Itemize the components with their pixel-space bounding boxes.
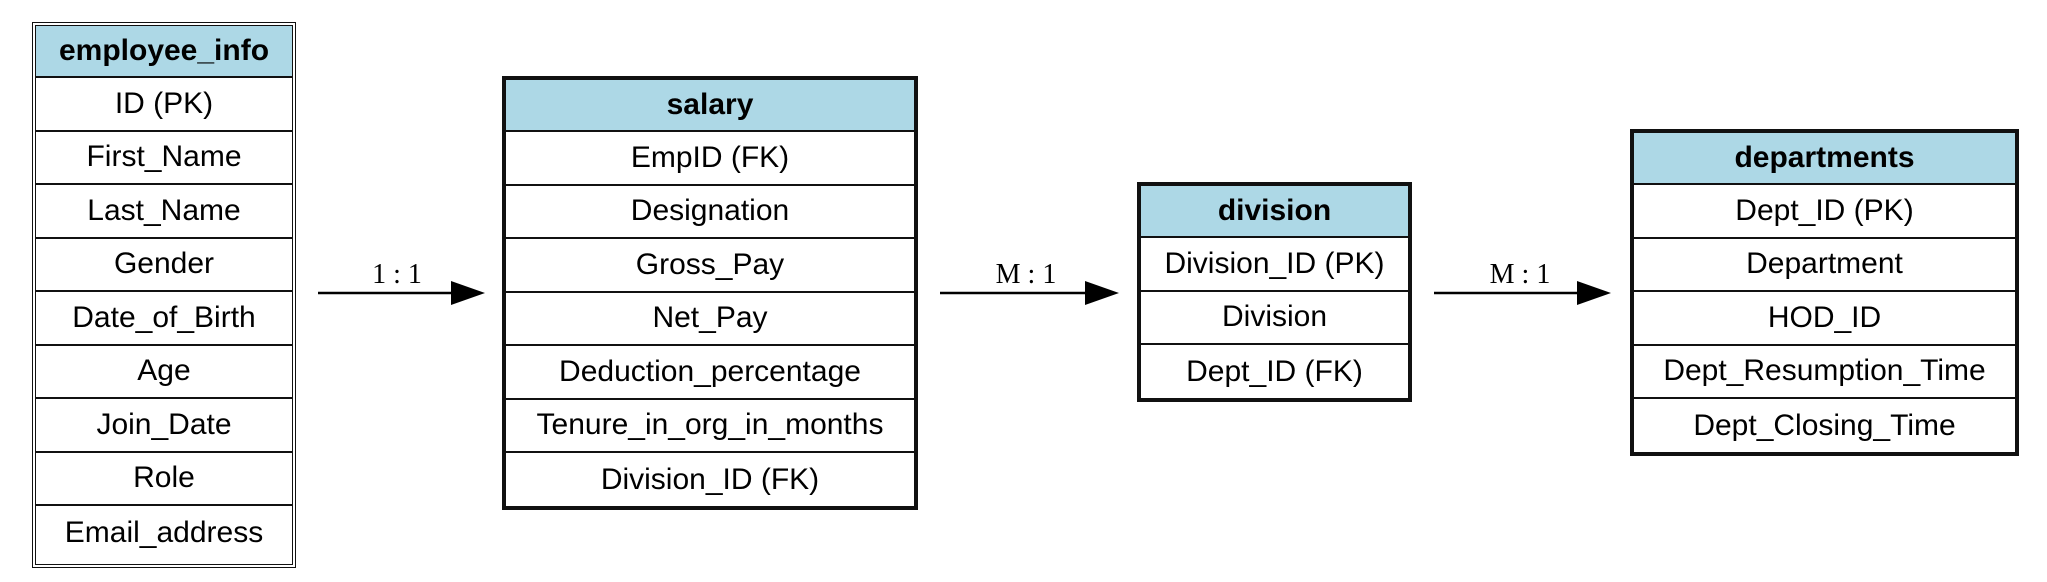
entity-title: departments	[1634, 133, 2015, 185]
entity-field: Join_Date	[36, 399, 292, 453]
entity-field: First_Name	[36, 132, 292, 185]
entity-field: Deduction_percentage	[506, 346, 914, 400]
entity-departments: departments Dept_ID (PK) Department HOD_…	[1630, 129, 2019, 456]
entity-field: ID (PK)	[36, 78, 292, 132]
entity-title: division	[1141, 186, 1408, 238]
entity-division: division Division_ID (PK) Division Dept_…	[1137, 182, 1412, 402]
relation-employee-salary: 1 : 1	[318, 259, 485, 305]
entity-field: Division_ID (PK)	[1141, 238, 1408, 292]
entity-field: HOD_ID	[1634, 292, 2015, 346]
arrowhead-icon	[1085, 281, 1119, 305]
relation-label: M : 1	[1490, 259, 1551, 290]
entity-field: Dept_Resumption_Time	[1634, 346, 2015, 399]
entity-field: Dept_ID (PK)	[1634, 185, 2015, 239]
entity-field: Email_address	[64, 515, 264, 549]
entity-field: Dept_Closing_Time	[1693, 408, 1956, 442]
entity-salary: salary EmpID (FK) Designation Gross_Pay …	[502, 76, 918, 510]
entity-field: Gross_Pay	[506, 239, 914, 293]
relation-label: 1 : 1	[372, 259, 422, 290]
relation-label: M : 1	[996, 259, 1057, 290]
entity-field: EmpID (FK)	[506, 132, 914, 186]
entity-employee-info: employee_info ID (PK) First_Name Last_Na…	[32, 22, 296, 568]
entity-field: Dept_ID (FK)	[1186, 354, 1363, 388]
entity-field: Division	[1141, 292, 1408, 345]
entity-field: Age	[36, 346, 292, 399]
relation-salary-division: M : 1	[940, 259, 1119, 305]
entity-field: Date_of_Birth	[36, 292, 292, 346]
entity-field: Last_Name	[36, 185, 292, 239]
entity-title: employee_info	[36, 26, 292, 78]
entity-field: Designation	[506, 186, 914, 239]
entity-field: Role	[36, 453, 292, 506]
entity-field: Gender	[36, 239, 292, 292]
entity-field: Net_Pay	[506, 293, 914, 346]
entity-field: Tenure_in_org_in_months	[506, 400, 914, 453]
arrowhead-icon	[451, 281, 485, 305]
entity-field: Department	[1634, 239, 2015, 292]
entity-title: salary	[506, 80, 914, 132]
relation-division-departments: M : 1	[1434, 259, 1611, 305]
arrowhead-icon	[1577, 281, 1611, 305]
entity-field: Division_ID (FK)	[600, 462, 820, 496]
